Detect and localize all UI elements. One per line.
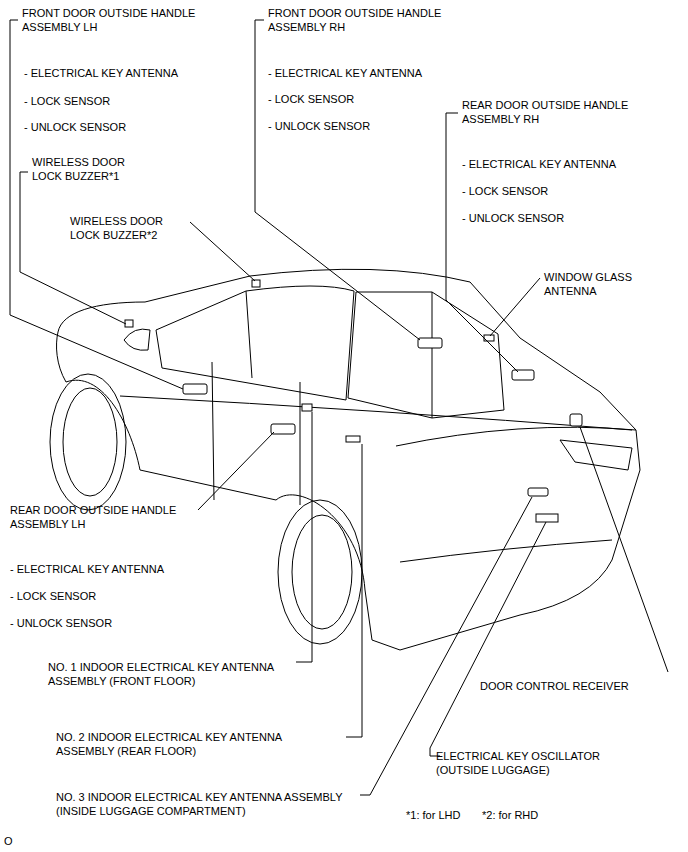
leader-line — [430, 522, 546, 756]
handle — [512, 370, 534, 380]
mirror — [124, 329, 150, 350]
part-label: - ELECTRICAL KEY ANTENNA — [268, 66, 422, 80]
body-outline — [57, 269, 640, 650]
part-label: *2: for RHD — [482, 808, 538, 822]
part-label: O — [4, 834, 13, 848]
front-wheel-rim — [63, 388, 117, 496]
part-label: - ELECTRICAL KEY ANTENNA — [24, 66, 178, 80]
trunk-line — [396, 427, 636, 446]
part-label: NO. 2 INDOOR ELECTRICAL KEY ANTENNA ASSE… — [56, 730, 336, 758]
leader-line — [446, 113, 518, 372]
leader-line — [198, 432, 274, 510]
front-wheel — [50, 374, 126, 510]
part-label: - LOCK SENSOR — [462, 184, 548, 198]
handle — [271, 424, 295, 434]
buzzer — [125, 320, 133, 327]
rear-window — [348, 292, 504, 418]
handle — [183, 384, 207, 394]
part-label: FRONT DOOR OUTSIDE HANDLE ASSEMBLY RH — [268, 6, 458, 34]
leader-line — [296, 412, 312, 662]
rear-door-edge — [300, 382, 301, 505]
part-label: - ELECTRICAL KEY ANTENNA — [462, 157, 616, 171]
part-label: *1: for LHD — [406, 808, 460, 822]
part-label: - LOCK SENSOR — [268, 92, 354, 106]
rear-wheel — [278, 500, 362, 644]
antenna — [528, 488, 548, 496]
part-label: FRONT DOOR OUTSIDE HANDLE ASSEMBLY LH — [22, 6, 212, 34]
leader-line — [190, 222, 255, 281]
rear-lamp — [560, 440, 632, 470]
buzzer — [252, 280, 260, 287]
part-label: WINDOW GLASS ANTENNA — [544, 270, 649, 298]
part-label: - LOCK SENSOR — [24, 94, 110, 108]
oscillator — [536, 514, 558, 522]
leader-line — [346, 444, 362, 737]
part-label: DOOR CONTROL RECEIVER — [480, 679, 629, 693]
part-label: WIRELESS DOOR LOCK BUZZER*2 — [70, 214, 188, 242]
rear-wheel-rim — [292, 515, 352, 629]
leader-line — [490, 278, 540, 336]
part-label: NO. 1 INDOOR ELECTRICAL KEY ANTENNA ASSE… — [48, 660, 323, 688]
part-label: NO. 3 INDOOR ELECTRICAL KEY ANTENNA ASSE… — [56, 790, 356, 818]
bumper-line — [400, 540, 612, 562]
part-label: - ELECTRICAL KEY ANTENNA — [10, 562, 164, 576]
front-door-edge — [212, 362, 214, 500]
car-body — [50, 269, 640, 650]
part-label: REAR DOOR OUTSIDE HANDLE ASSEMBLY RH — [462, 98, 652, 126]
leader-line — [580, 427, 668, 672]
b-pillar — [246, 291, 252, 378]
handle — [418, 338, 442, 348]
part-label: - UNLOCK SENSOR — [10, 616, 112, 630]
leader-lines — [10, 20, 668, 795]
character-line — [120, 396, 632, 430]
part-label: - UNLOCK SENSOR — [24, 120, 126, 134]
leader-line — [10, 20, 183, 389]
antenna — [346, 436, 360, 442]
leader-line — [20, 172, 126, 324]
part-label: - LOCK SENSOR — [10, 589, 96, 603]
rear-glass-line — [432, 292, 433, 418]
part-label: - UNLOCK SENSOR — [268, 119, 370, 133]
antenna — [302, 404, 312, 411]
part-label: ELECTRICAL KEY OSCILLATOR (OUTSIDE LUGGA… — [436, 749, 636, 777]
part-label: - UNLOCK SENSOR — [462, 211, 564, 225]
part-label: REAR DOOR OUTSIDE HANDLE ASSEMBLY LH — [10, 503, 200, 531]
part-label: WIRELESS DOOR LOCK BUZZER*1 — [32, 155, 150, 183]
side-window — [156, 286, 354, 400]
receiver — [570, 414, 582, 426]
parts — [125, 280, 582, 522]
